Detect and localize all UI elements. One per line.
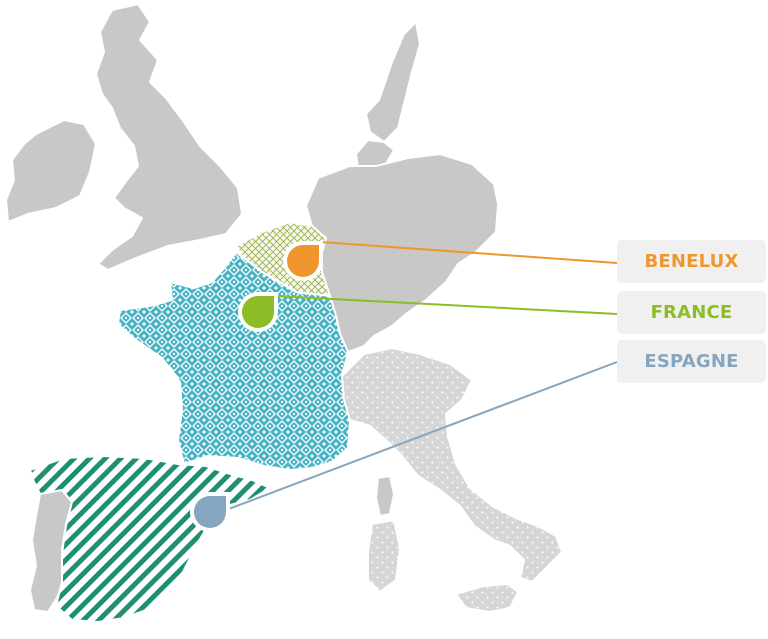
ireland-shape bbox=[5, 119, 97, 223]
benelux-label: BENELUX bbox=[644, 251, 739, 272]
france-leader-line bbox=[275, 295, 618, 315]
great-britain-shape bbox=[95, 3, 243, 271]
scandinavia-shape bbox=[365, 21, 421, 143]
benelux-label-button[interactable]: BENELUX bbox=[617, 240, 766, 283]
benelux-pin-fill bbox=[287, 245, 319, 277]
benelux-pin[interactable] bbox=[283, 241, 323, 281]
france-label: FRANCE bbox=[650, 302, 733, 323]
sardinia-shape bbox=[367, 519, 401, 593]
espagne-leader-line bbox=[225, 361, 618, 511]
france-label-button[interactable]: FRANCE bbox=[617, 291, 766, 334]
sicily-shape bbox=[455, 583, 519, 613]
italy-shape bbox=[341, 347, 563, 583]
france-pin-fill bbox=[242, 296, 274, 328]
corsica-shape bbox=[375, 475, 395, 517]
espagne-pin-fill bbox=[194, 496, 226, 528]
spain-shape bbox=[29, 455, 271, 623]
france-shape bbox=[117, 251, 351, 471]
espagne-pin[interactable] bbox=[190, 492, 230, 532]
espagne-label: ESPAGNE bbox=[644, 351, 739, 372]
benelux-leader-line bbox=[319, 241, 618, 264]
france-pin[interactable] bbox=[238, 292, 278, 332]
espagne-label-button[interactable]: ESPAGNE bbox=[617, 340, 766, 383]
